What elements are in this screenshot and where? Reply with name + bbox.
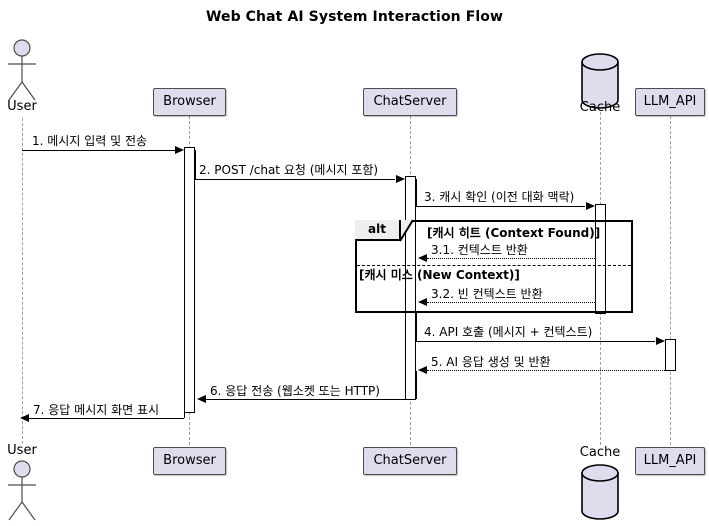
participant-cache-top-label: Cache <box>579 100 621 115</box>
alt-fragment-divider <box>357 265 631 266</box>
participant-cache-bottom-label: Cache <box>579 445 621 460</box>
participant-user-top[interactable] <box>0 38 44 114</box>
message-6-arrowhead <box>197 395 206 403</box>
message-3-1-label: 3.1. 컨텍스트 반환 <box>431 243 528 257</box>
message-3-1-arrowhead <box>418 254 427 262</box>
message-2-arrowhead <box>396 175 405 183</box>
participant-user-bottom-label: User <box>7 443 37 458</box>
page-title: Web Chat AI System Interaction Flow <box>205 9 504 25</box>
participant-browser-top[interactable]: Browser <box>153 88 226 116</box>
message-7-arrowhead <box>20 414 29 422</box>
message-2-line <box>195 179 395 180</box>
message-6-stub <box>416 371 417 399</box>
lifeline-user <box>22 118 23 444</box>
lifeline-llmapi <box>670 116 671 445</box>
participant-browser-bottom[interactable]: Browser <box>153 447 226 475</box>
message-2-label: 2. POST /chat 요청 (메시지 포함) <box>199 163 379 177</box>
message-4-stub <box>416 313 417 341</box>
message-4-arrowhead <box>656 337 665 345</box>
message-7-stub <box>184 399 185 418</box>
message-3-label: 3. 캐시 확인 (이전 대화 맥락) <box>424 190 575 204</box>
message-7-label: 7. 응답 메시지 화면 표시 <box>33 403 160 417</box>
participant-llmapi-top[interactable]: LLM_API <box>635 88 705 116</box>
alt-branch-1-condition: [캐시 히트 (Context Found)] <box>427 226 601 240</box>
message-3-1-line <box>427 258 595 259</box>
participant-cache-top[interactable] <box>577 52 623 110</box>
participant-chatserver-top[interactable]: ChatServer <box>363 88 457 116</box>
message-3-stub <box>416 179 417 206</box>
message-6-label: 6. 응답 전송 (웹소켓 또는 HTTP) <box>210 384 380 398</box>
message-5-line <box>427 370 665 371</box>
participant-chatserver-bottom[interactable]: ChatServer <box>363 447 457 475</box>
message-4-label: 4. API 호출 (메시지 + 컨텍스트) <box>424 325 593 339</box>
message-1-label: 1. 메시지 입력 및 전송 <box>32 134 148 148</box>
alt-fragment <box>355 220 633 313</box>
actor-icon <box>8 39 36 101</box>
message-4-line <box>416 341 655 342</box>
message-5-arrowhead <box>418 366 427 374</box>
participant-user-top-label: User <box>7 99 37 114</box>
message-3-arrowhead <box>586 202 595 210</box>
message-3-line <box>416 206 585 207</box>
alt-fragment-tab: alt <box>355 220 401 241</box>
message-2-stub <box>195 150 196 179</box>
alt-branch-2-condition: [캐시 미스 (New Context)] <box>359 268 520 282</box>
message-7-line <box>29 418 184 419</box>
message-3-2-label: 3.2. 빈 컨텍스트 반환 <box>431 287 543 301</box>
database-icon <box>581 53 619 109</box>
message-5-label: 5. AI 응답 생성 및 반환 <box>431 355 551 369</box>
participant-user-bottom[interactable] <box>0 460 44 526</box>
participant-cache-bottom[interactable] <box>577 463 623 521</box>
message-1-arrowhead <box>175 146 184 154</box>
alt-fragment-tab-notch-line <box>399 219 414 242</box>
message-3-2-arrowhead <box>418 298 427 306</box>
message-6-line <box>206 399 416 400</box>
database-icon <box>581 464 619 520</box>
message-1-line <box>22 150 175 151</box>
actor-icon <box>8 460 36 521</box>
message-3-2-line <box>427 302 595 303</box>
activation-llmapi <box>665 339 676 371</box>
activation-browser <box>184 147 195 413</box>
activation-cache <box>595 204 606 314</box>
participant-llmapi-bottom[interactable]: LLM_API <box>635 447 705 475</box>
